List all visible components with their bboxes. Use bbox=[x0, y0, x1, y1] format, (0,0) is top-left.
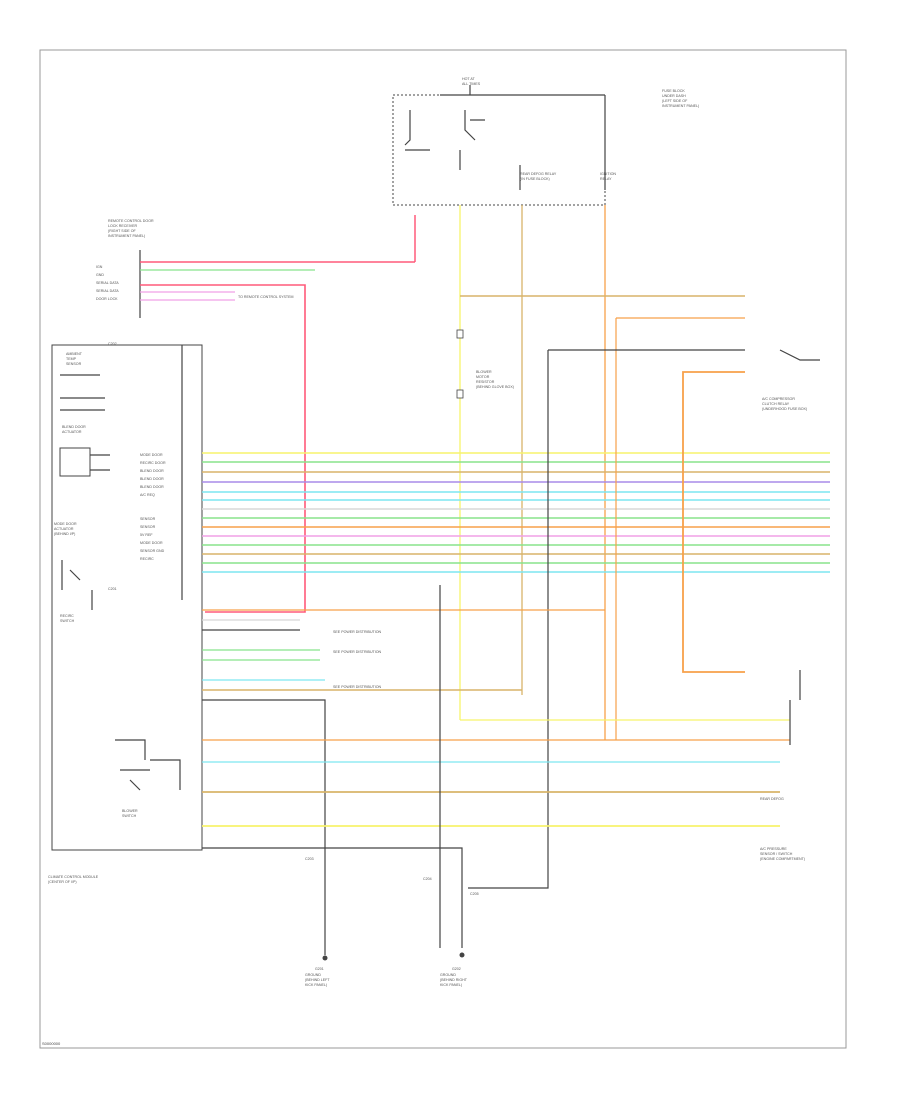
remote-pin-labels: IGN GND SERIAL DATA SERIAL DATA DOOR LOC… bbox=[96, 265, 119, 301]
svg-text:(UNDERHOOD FUSE BOX): (UNDERHOOD FUSE BOX) bbox=[762, 407, 807, 411]
svg-text:MODE DOOR: MODE DOOR bbox=[54, 522, 77, 526]
svg-text:INSTRUMENT PANEL): INSTRUMENT PANEL) bbox=[108, 234, 145, 238]
svg-text:(BEHIND GLOVE BOX): (BEHIND GLOVE BOX) bbox=[476, 385, 514, 389]
svg-text:C205: C205 bbox=[470, 892, 479, 896]
svg-text:BLEND DOOR: BLEND DOOR bbox=[140, 485, 164, 489]
svg-text:G201: G201 bbox=[315, 967, 324, 971]
side-note-3: SEE POWER DISTRIBUTION bbox=[333, 685, 382, 689]
ignition-relay-label: IGNITION RELAY bbox=[600, 172, 616, 181]
svg-text:RELAY: RELAY bbox=[600, 177, 612, 181]
svg-text:GROUND: GROUND bbox=[305, 973, 321, 977]
svg-text:IGN: IGN bbox=[96, 265, 103, 269]
side-note-2: SEE POWER DISTRIBUTION bbox=[333, 650, 382, 654]
svg-text:FUSE BLOCK: FUSE BLOCK bbox=[662, 89, 685, 93]
right-label-2: A/C PRESSURE SENSOR / SWITCH (ENGINE COM… bbox=[760, 847, 805, 861]
side-note-remote: TO REMOTE CONTROL SYSTEM bbox=[238, 295, 294, 299]
rear-defog-relay-label: REAR DEFOG RELAY (IN FUSE BLOCK) bbox=[520, 172, 557, 181]
svg-text:BLEND DOOR: BLEND DOOR bbox=[140, 469, 164, 473]
climate-pin-labels: MODE DOOR RECIRC DOOR BLEND DOOR BLEND D… bbox=[140, 453, 166, 561]
svg-text:(CENTER OF I/P): (CENTER OF I/P) bbox=[48, 880, 77, 884]
mode-actuator-glyph: MODE DOOR ACTUATOR (BEHIND I/P) bbox=[54, 522, 93, 610]
svg-text:A/C PRESSURE: A/C PRESSURE bbox=[760, 847, 787, 851]
svg-text:RECIRC: RECIRC bbox=[140, 557, 154, 561]
svg-text:C202: C202 bbox=[108, 342, 117, 346]
blower-resistor: BLOWER MOTOR RESISTOR (BEHIND GLOVE BOX) bbox=[456, 329, 514, 399]
svg-text:RECIRC: RECIRC bbox=[60, 614, 74, 618]
svg-text:SERIAL DATA: SERIAL DATA bbox=[96, 289, 119, 293]
figure-code: S0000000 bbox=[42, 1041, 61, 1046]
svg-text:SWITCH: SWITCH bbox=[60, 619, 75, 623]
blend-actuator-glyph: BLEND DOOR ACTUATOR bbox=[59, 425, 110, 477]
svg-text:ACTUATOR: ACTUATOR bbox=[54, 527, 74, 531]
svg-text:ALL TIMES: ALL TIMES bbox=[462, 82, 481, 86]
svg-text:C204: C204 bbox=[423, 877, 432, 881]
temp-sensor-glyph: AMBIENT TEMP SENSOR bbox=[60, 352, 105, 411]
fuse-block-label: FUSE BLOCK UNDER DASH (LEFT SIDE OF INST… bbox=[662, 89, 699, 108]
svg-text:RECIRC DOOR: RECIRC DOOR bbox=[140, 461, 166, 465]
svg-text:KICK PANEL): KICK PANEL) bbox=[440, 983, 462, 987]
diagram-frame bbox=[39, 49, 847, 1049]
svg-text:SENSOR: SENSOR bbox=[140, 525, 156, 529]
svg-text:CLIMATE CONTROL MODULE: CLIMATE CONTROL MODULE bbox=[48, 875, 99, 879]
svg-text:5V REF: 5V REF bbox=[140, 533, 153, 537]
climate-module bbox=[51, 344, 203, 851]
climate-module-label: CLIMATE CONTROL MODULE (CENTER OF I/P) bbox=[48, 875, 99, 884]
svg-text:IGNITION: IGNITION bbox=[600, 172, 616, 176]
svg-text:CLUTCH RELAY: CLUTCH RELAY bbox=[762, 402, 790, 406]
svg-text:SENSOR: SENSOR bbox=[140, 517, 156, 521]
svg-text:(IN FUSE BLOCK): (IN FUSE BLOCK) bbox=[520, 177, 550, 181]
svg-text:(BEHIND LEFT: (BEHIND LEFT bbox=[305, 978, 330, 982]
svg-text:SENSOR GND: SENSOR GND bbox=[140, 549, 165, 553]
svg-text:LOCK RECEIVER: LOCK RECEIVER bbox=[108, 224, 138, 228]
svg-text:SERIAL DATA: SERIAL DATA bbox=[96, 281, 119, 285]
svg-text:BLOWER: BLOWER bbox=[122, 809, 138, 813]
svg-text:KICK PANEL): KICK PANEL) bbox=[305, 983, 327, 987]
svg-text:GND: GND bbox=[96, 273, 104, 277]
svg-text:(LEFT SIDE OF: (LEFT SIDE OF bbox=[662, 99, 688, 103]
svg-text:MODE DOOR: MODE DOOR bbox=[140, 541, 163, 545]
right-label-1: A/C COMPRESSOR CLUTCH RELAY (UNDERHOOD F… bbox=[762, 397, 807, 411]
svg-text:C203: C203 bbox=[305, 857, 314, 861]
signal-bus bbox=[202, 452, 830, 573]
svg-text:REAR DEFOG RELAY: REAR DEFOG RELAY bbox=[520, 172, 557, 176]
svg-text:(BEHIND RIGHT: (BEHIND RIGHT bbox=[440, 978, 468, 982]
svg-text:DOOR LOCK: DOOR LOCK bbox=[96, 297, 118, 301]
svg-text:A/C COMPRESSOR: A/C COMPRESSOR bbox=[762, 397, 795, 401]
svg-text:SENSOR: SENSOR bbox=[66, 362, 82, 366]
svg-text:C201: C201 bbox=[108, 587, 117, 591]
rear-defog-label: REAR DEFOG bbox=[760, 797, 784, 801]
svg-text:BLEND DOOR: BLEND DOOR bbox=[140, 477, 164, 481]
svg-text:BLOWER: BLOWER bbox=[476, 370, 492, 374]
svg-text:GROUND: GROUND bbox=[440, 973, 456, 977]
svg-text:MODE DOOR: MODE DOOR bbox=[140, 453, 163, 457]
svg-text:AMBIENT: AMBIENT bbox=[66, 352, 83, 356]
recirc-switch-glyph: RECIRC SWITCH bbox=[60, 614, 75, 623]
svg-text:SWITCH: SWITCH bbox=[122, 814, 137, 818]
connector-refs: C201 C202 C203 C204 C205 bbox=[108, 342, 479, 896]
svg-text:BLEND DOOR: BLEND DOOR bbox=[62, 425, 86, 429]
svg-text:TEMP: TEMP bbox=[66, 357, 77, 361]
ground-g201: G201 GROUND (BEHIND LEFT KICK PANEL) bbox=[305, 895, 330, 987]
svg-text:ACTUATOR: ACTUATOR bbox=[62, 430, 82, 434]
ground-g202: G202 GROUND (BEHIND RIGHT KICK PANEL) bbox=[440, 952, 468, 987]
svg-text:G202: G202 bbox=[452, 967, 461, 971]
svg-text:(ENGINE COMPARTMENT): (ENGINE COMPARTMENT) bbox=[760, 857, 805, 861]
svg-text:A/C REQ: A/C REQ bbox=[140, 493, 155, 497]
blower-switch-glyph: BLOWER SWITCH bbox=[115, 739, 181, 818]
svg-text:HOT AT: HOT AT bbox=[462, 77, 475, 81]
svg-text:REMOTE CONTROL DOOR: REMOTE CONTROL DOOR bbox=[108, 219, 154, 223]
svg-text:SENSOR / SWITCH: SENSOR / SWITCH bbox=[760, 852, 793, 856]
svg-text:(BEHIND I/P): (BEHIND I/P) bbox=[54, 532, 75, 536]
svg-text:INSTRUMENT PANEL): INSTRUMENT PANEL) bbox=[662, 104, 699, 108]
side-note-1: SEE POWER DISTRIBUTION bbox=[333, 630, 382, 634]
svg-text:(RIGHT SIDE OF: (RIGHT SIDE OF bbox=[108, 229, 136, 233]
wire-orange-loop bbox=[682, 371, 745, 673]
wire-red-drop bbox=[140, 284, 306, 613]
svg-text:MOTOR: MOTOR bbox=[476, 375, 490, 379]
svg-text:UNDER DASH: UNDER DASH bbox=[662, 94, 686, 98]
remote-module-label: REMOTE CONTROL DOOR LOCK RECEIVER (RIGHT… bbox=[108, 219, 154, 238]
svg-text:RESISTOR: RESISTOR bbox=[476, 380, 495, 384]
